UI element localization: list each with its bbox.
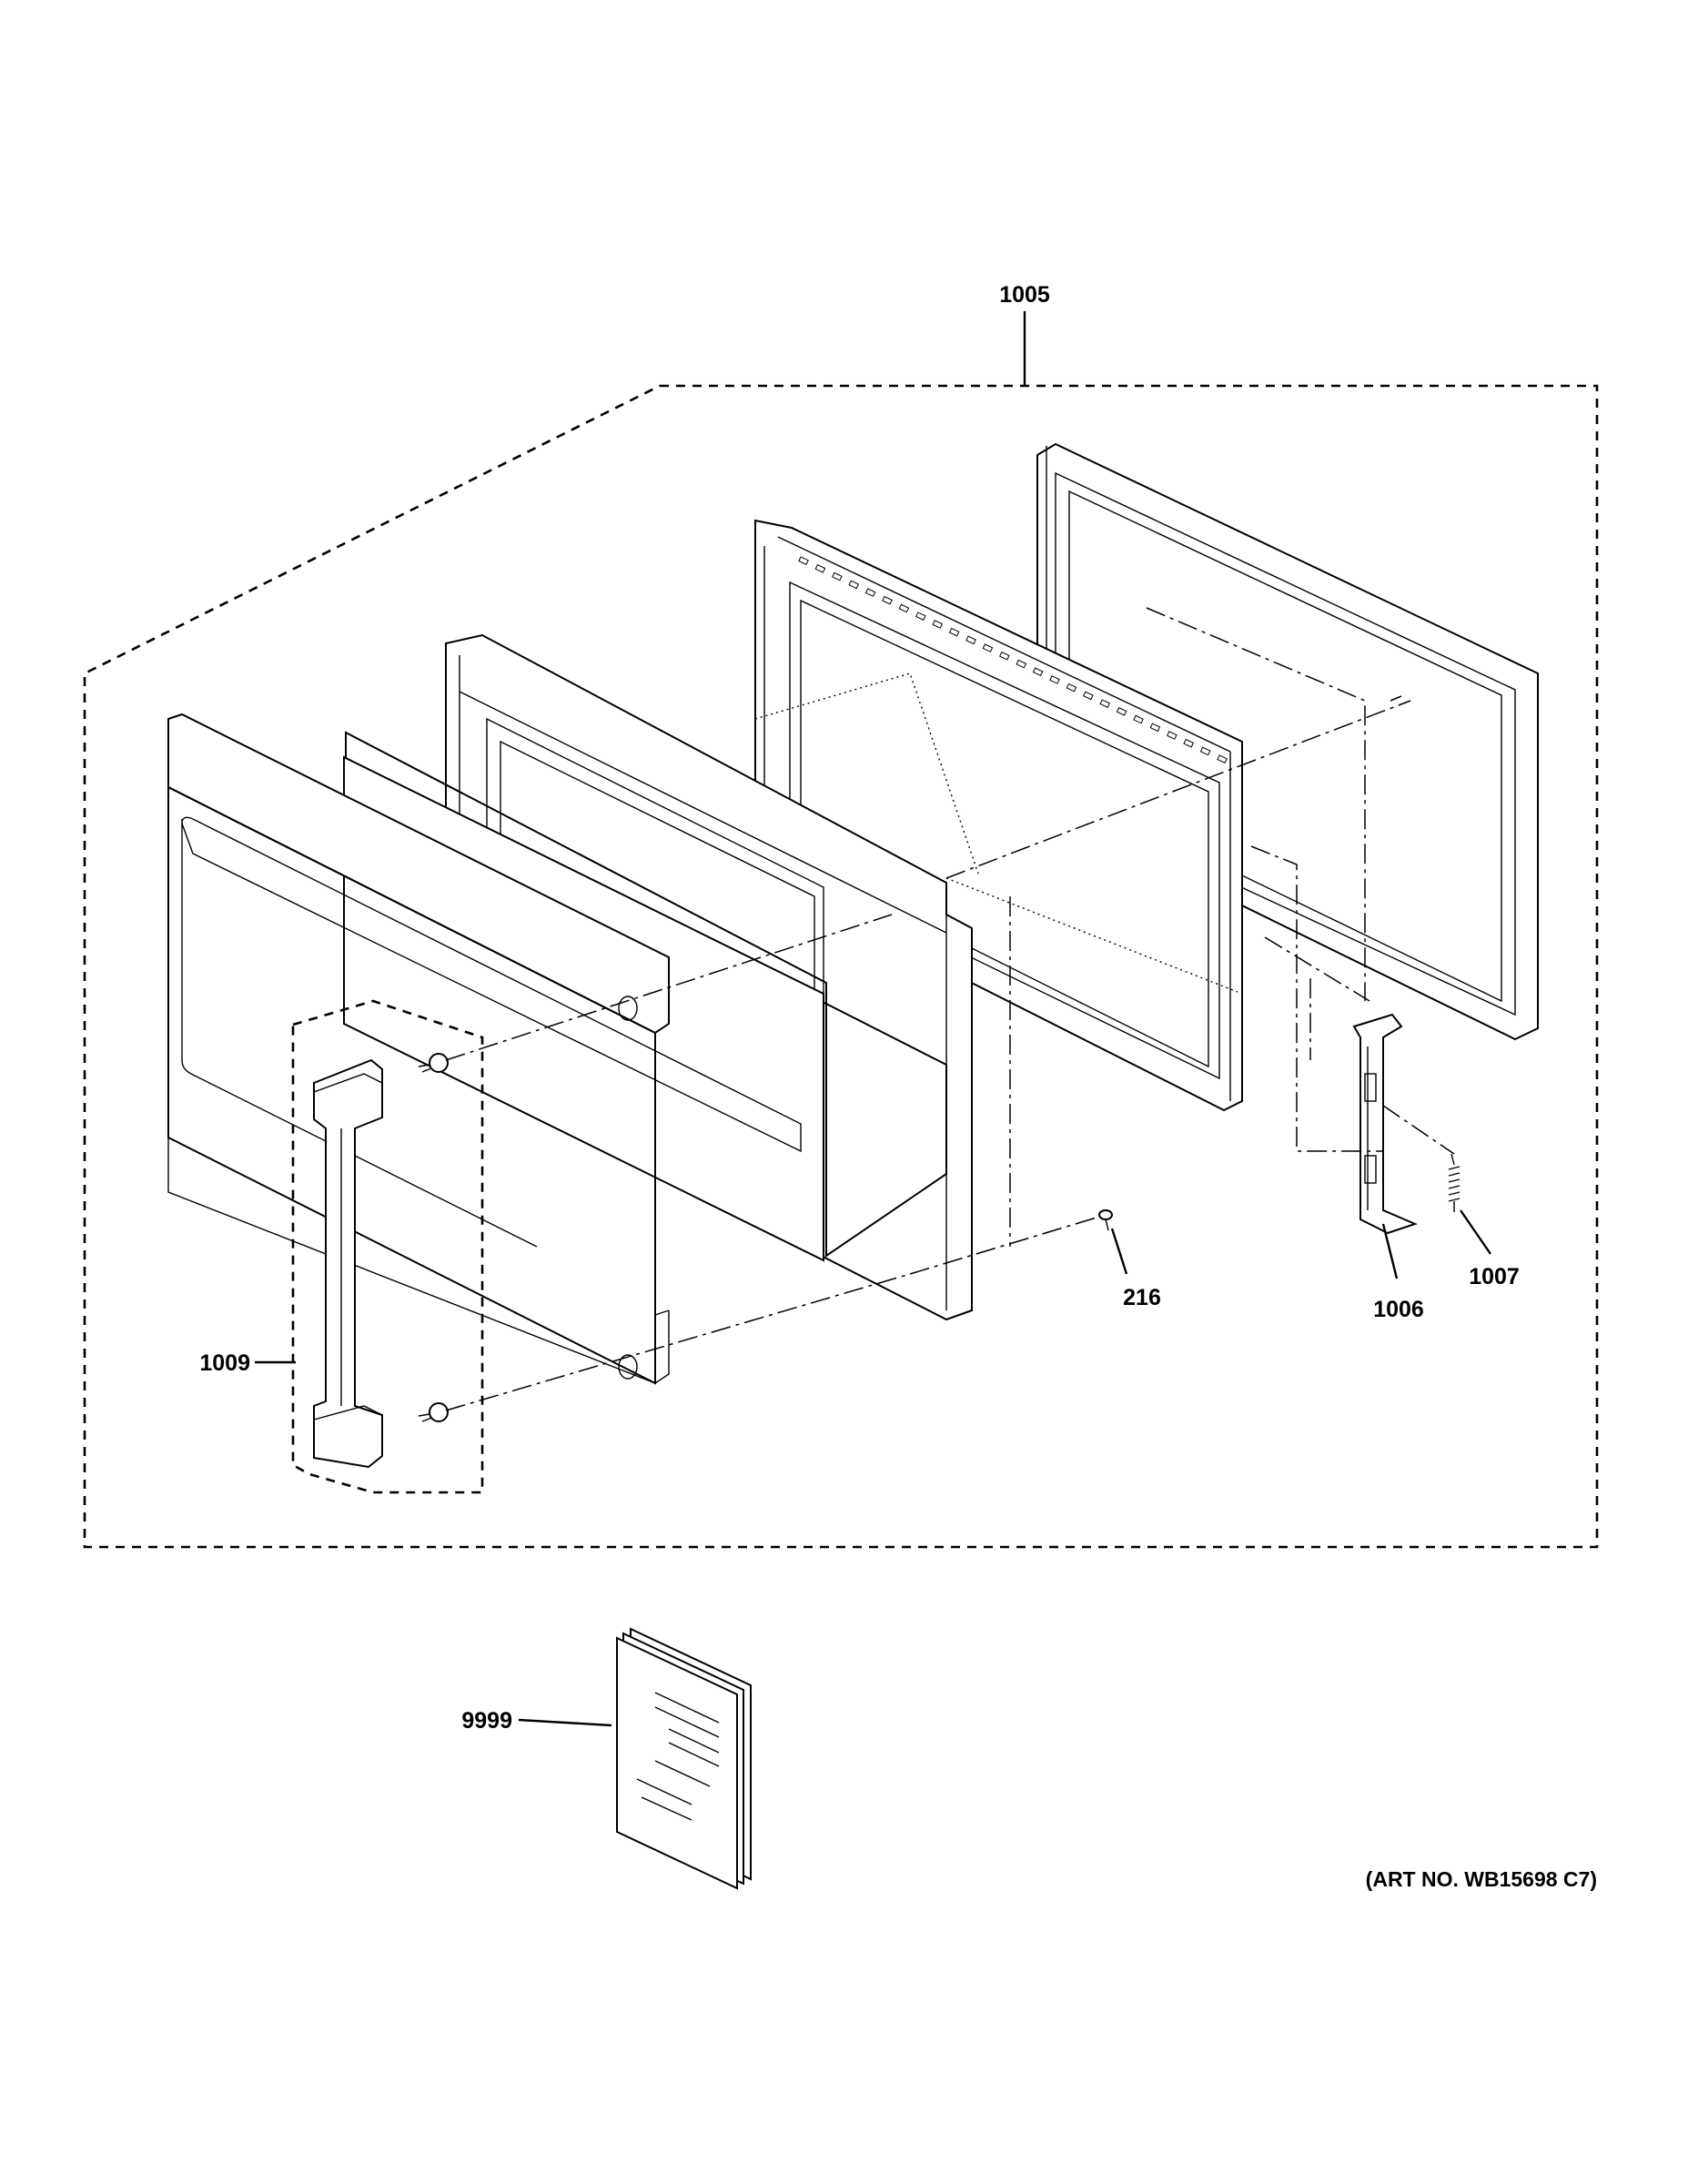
callout-216: 216 (1123, 1285, 1161, 1310)
leader-216 (1110, 1228, 1128, 1275)
callout-1009: 1009 (199, 1350, 250, 1376)
perforation-slot (1016, 659, 1027, 669)
perforation-slot (982, 643, 994, 652)
screw (1098, 1209, 1113, 1231)
perforation-slot (848, 580, 860, 590)
perforation-slot (898, 603, 910, 613)
perforation-slot (999, 651, 1010, 661)
latch-spring (1448, 1153, 1461, 1212)
leader-1006 (1381, 1223, 1399, 1279)
perforation-slot (1183, 738, 1195, 748)
owners-manual (616, 1627, 752, 1890)
frame-perforations (798, 556, 1228, 763)
art-number: (ART NO. WB15698 C7) (1366, 1867, 1597, 1891)
alignment-lines (445, 607, 1455, 1411)
leader-9999 (518, 1718, 612, 1727)
handle-mount-lower (418, 1402, 449, 1422)
leader-1007 (1460, 1209, 1491, 1255)
perforation-slot (1149, 723, 1161, 733)
perforation-slot (1199, 746, 1211, 756)
perforation-slot (1032, 667, 1044, 677)
perforation-slot (1133, 714, 1144, 724)
perforation-slot (1217, 754, 1228, 763)
door-front-panel (167, 713, 802, 1385)
door-assembly-boundary (83, 384, 1599, 1549)
handle-mount-upper (418, 1053, 449, 1073)
perforation-slot (882, 595, 893, 605)
perforation-slot (948, 627, 960, 637)
perforation-slot (915, 612, 926, 621)
perforation-slot (1116, 707, 1127, 716)
handle-assembly-boundary (291, 999, 484, 1494)
perforation-slot (1083, 691, 1094, 701)
perforation-slot (1099, 699, 1111, 708)
perforation-slot (832, 571, 843, 581)
perforation-slot (864, 588, 876, 597)
perforation-slot (1066, 682, 1077, 693)
callout-1007: 1007 (1469, 1264, 1520, 1289)
perforation-slot (814, 564, 826, 573)
callout-1006: 1006 (1373, 1297, 1424, 1322)
perforation-slot (1167, 731, 1178, 740)
callout-9999: 9999 (461, 1708, 512, 1734)
perforation-slot (798, 556, 809, 565)
callout-1005: 1005 (999, 282, 1050, 308)
perforation-slot (932, 620, 944, 629)
perforation-slot (1049, 675, 1060, 684)
door-latch (1352, 1013, 1418, 1235)
door-handle (313, 1058, 383, 1469)
perforation-slot (965, 635, 976, 645)
